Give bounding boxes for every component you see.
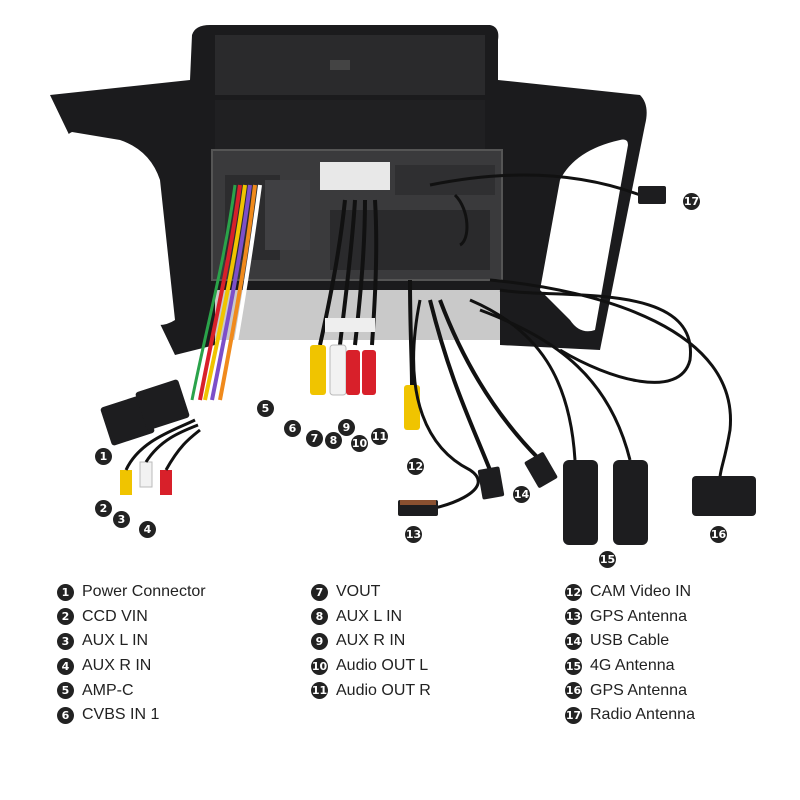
legend-label: Radio Antenna (590, 706, 695, 724)
gps-puck-antenna (489, 278, 756, 516)
callout-marker: 2 (95, 500, 112, 517)
legend-item: 11 Audio OUT R (311, 678, 431, 703)
legend-number: 10 (311, 657, 328, 675)
legend-number: 14 (565, 632, 582, 650)
legend-number: 6 (57, 706, 74, 724)
callout-marker: 1 (95, 448, 112, 465)
callout-marker: 13 (405, 526, 422, 543)
callout-marker: 15 (599, 551, 616, 568)
legend-number: 5 (57, 682, 74, 700)
legend-label: VOUT (336, 583, 381, 601)
legend-number: 11 (311, 682, 328, 700)
legend-item: 7 VOUT (311, 580, 431, 605)
legend-item: 16 GPS Antenna (565, 678, 695, 703)
callout-marker: 3 (113, 511, 130, 528)
legend-item: 14 USB Cable (565, 629, 695, 654)
legend-label: CAM Video IN (590, 583, 692, 601)
legend-item: 12 CAM Video IN (565, 580, 695, 605)
legend-number: 1 (57, 583, 74, 601)
legend-number: 2 (57, 608, 74, 626)
legend-label: AUX L IN (336, 607, 403, 625)
legend-item: 15 4G Antenna (565, 654, 695, 679)
legend-item: 10 Audio OUT L (311, 654, 431, 679)
legend-item: 3 AUX L IN (57, 629, 206, 654)
legend-number: 12 (565, 583, 582, 601)
legend-item: 6 CVBS IN 1 (57, 703, 206, 728)
usb-cable (428, 299, 558, 500)
legend-label: AUX L IN (82, 632, 149, 650)
callout-marker: 9 (338, 419, 355, 436)
legend-item: 13 GPS Antenna (565, 605, 695, 630)
legend-label: Audio OUT L (336, 657, 429, 675)
legend-number: 15 (565, 657, 582, 675)
legend-item: 9 AUX R IN (311, 629, 431, 654)
legend-label: 4G Antenna (590, 657, 675, 675)
legend-item: 17 Radio Antenna (565, 703, 695, 728)
callout-marker: 8 (325, 432, 342, 449)
legend-label: GPS Antenna (590, 607, 687, 625)
legend-label: Audio OUT R (336, 681, 431, 699)
rca-plugs-middle (310, 199, 379, 396)
legend-number: 13 (565, 608, 582, 626)
legend-label: USB Cable (590, 632, 670, 650)
legend-item: 4 AUX R IN (57, 654, 206, 679)
power-harness (100, 184, 262, 446)
rca-plugs-left (120, 418, 201, 495)
callout-marker: 17 (683, 193, 700, 210)
callout-marker: 7 (306, 430, 323, 447)
legend-label: AUX R IN (82, 657, 152, 675)
callout-marker: 6 (284, 420, 301, 437)
legend-label: AUX R IN (336, 632, 406, 650)
legend-label: AMP-C (82, 681, 134, 699)
legend-label: Power Connector (82, 583, 206, 601)
callout-marker: 12 (407, 458, 424, 475)
callout-marker: 10 (351, 435, 368, 452)
legend-number: 3 (57, 632, 74, 650)
legend-number: 17 (565, 706, 582, 724)
legend-number: 8 (311, 608, 328, 626)
legend-number: 7 (311, 583, 328, 601)
product-photo (50, 25, 756, 545)
gps-antenna-cable-13 (398, 299, 480, 516)
callout-marker: 16 (710, 526, 727, 543)
callout-marker: 11 (371, 428, 388, 445)
legend-column-1: 1 Power Connector 2 CCD VIN 3 AUX L IN 4 AUX… (57, 580, 206, 728)
callout-marker: 4 (139, 521, 156, 538)
callout-marker: 14 (513, 486, 530, 503)
legend-label: CVBS IN 1 (82, 706, 160, 724)
legend-item: 2 CCD VIN (57, 605, 206, 630)
legend-item: 1 Power Connector (57, 580, 206, 605)
legend-item: 5 AMP-C (57, 678, 206, 703)
legend-item: 8 AUX L IN (311, 605, 431, 630)
chassis (211, 149, 503, 340)
callout-marker: 5 (257, 400, 274, 417)
4g-antennas (469, 298, 648, 545)
legend-number: 16 (565, 682, 582, 700)
legend-label: CCD VIN (82, 607, 148, 625)
legend-label: GPS Antenna (590, 681, 687, 699)
radio-antenna-cable (429, 173, 666, 247)
legend-number: 4 (57, 657, 74, 675)
legend-number: 9 (311, 632, 328, 650)
